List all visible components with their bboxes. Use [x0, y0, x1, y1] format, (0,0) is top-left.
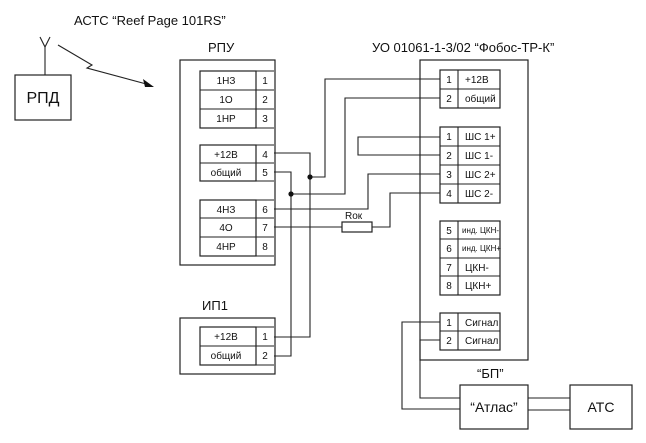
junction-dot	[307, 174, 313, 180]
rpu-group-3	[199, 199, 257, 257]
radio-link-arrow	[57, 44, 154, 87]
uo-term-num: 2	[446, 151, 452, 162]
rpu-term-label: 1О	[219, 95, 233, 106]
ats-box	[569, 384, 633, 430]
uo-term-label: ШС 1+	[465, 132, 496, 143]
uo-box	[419, 59, 529, 361]
astc-title: АСТС “Reef Page 101RS”	[74, 13, 226, 28]
bp-label: “БП”	[477, 366, 504, 381]
atlas-label: “Атлас”	[470, 399, 518, 415]
rpu-term-num: 5	[262, 168, 268, 179]
uo-term-label: ШС 2-	[465, 189, 493, 200]
ip1-term-label: +12В	[214, 332, 238, 343]
rpu-term-num: 7	[262, 223, 268, 234]
rpu-term-num: 6	[262, 205, 268, 216]
uo-term-label: инд. ЦКН+	[462, 244, 501, 253]
rpu-term-num: 1	[262, 76, 268, 87]
uo-term-label: +12В	[465, 75, 489, 86]
uo-term-num: 7	[446, 263, 452, 274]
rpd-label: РПД	[26, 90, 59, 107]
uo-term-num: 4	[446, 189, 452, 200]
ip1-term-label: общий	[211, 350, 242, 362]
ip1-title: ИП1	[202, 298, 228, 313]
rpu-term-label: 4О	[219, 223, 233, 234]
rpu-term-label: +12В	[214, 150, 238, 161]
uo-term-label: ШС 2+	[465, 170, 496, 181]
rpu-term-label: 1НЗ	[217, 76, 236, 87]
uo-term-label: инд. ЦКН-	[462, 226, 499, 235]
uo-term-label: Сигнал	[465, 336, 499, 347]
rpd-box	[14, 74, 72, 121]
uo-term-num: 1	[446, 318, 452, 329]
rpu-title: РПУ	[208, 40, 235, 55]
junction-dot	[288, 191, 294, 197]
rpu-term-num: 4	[262, 150, 268, 161]
rpu-group-1	[199, 70, 257, 129]
resistor-rok	[341, 221, 373, 233]
uo-title: УО 01061-1-3/02 “Фобос-ТР-К”	[372, 40, 554, 55]
rpu-term-label: 4НР	[216, 242, 236, 253]
ip1-term-num: 1	[262, 332, 268, 343]
rpu-term-label: 4НЗ	[217, 205, 236, 216]
uo-term-num: 6	[446, 244, 452, 255]
rpu-term-num: 8	[262, 242, 268, 253]
atlas-box	[459, 384, 529, 430]
uo-term-num: 2	[446, 336, 452, 347]
rpu-term-num: 2	[262, 95, 268, 106]
uo-term-label: общий	[465, 93, 496, 105]
rpu-term-label: общий	[211, 167, 242, 179]
ip1-term-num: 2	[262, 351, 268, 362]
uo-term-num: 8	[446, 281, 452, 292]
uo-term-num: 3	[446, 170, 452, 181]
uo-term-num: 1	[446, 75, 452, 86]
antenna-icon	[39, 36, 51, 75]
uo-term-num: 5	[446, 226, 452, 237]
rpu-term-num: 3	[262, 114, 268, 125]
uo-term-label: ШС 1-	[465, 151, 493, 162]
uo-term-label: ЦКН+	[465, 281, 491, 292]
wires	[274, 78, 570, 411]
uo-term-label: Сигнал	[465, 318, 499, 329]
uo-term-num: 2	[446, 94, 452, 105]
uo-term-num: 1	[446, 132, 452, 143]
rpu-term-label: 1НР	[216, 114, 236, 125]
uo-term-label: ЦКН-	[465, 263, 489, 274]
ats-label: АТС	[588, 399, 615, 415]
resistor-rok-label: Rок	[345, 211, 363, 222]
